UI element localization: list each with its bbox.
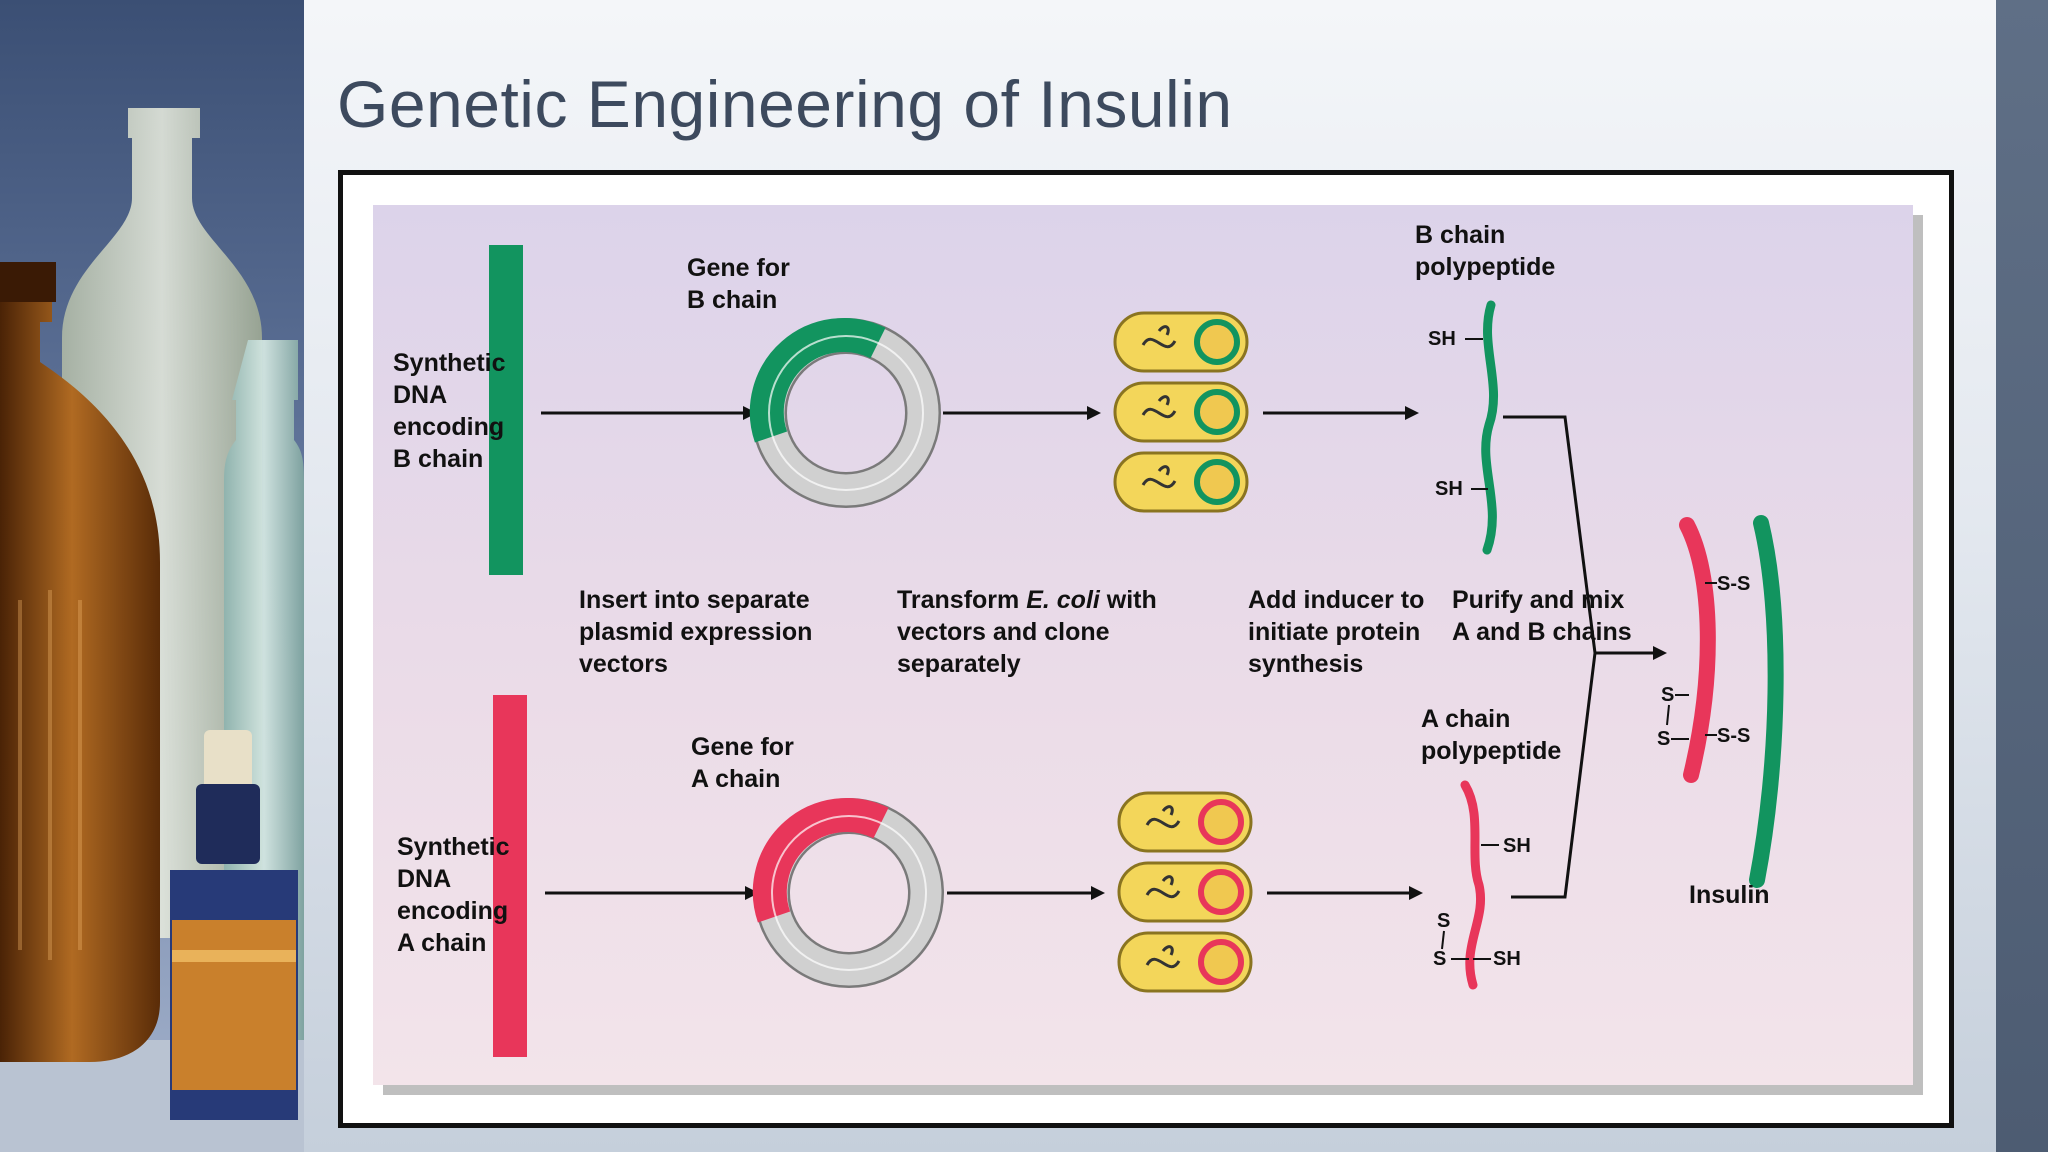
step-inducer-label: Add inducer to initiate protein synthesi…	[1248, 586, 1431, 678]
synthetic-dna-b-bar	[489, 245, 523, 575]
plasmid-a	[752, 798, 944, 988]
insulin-b-chain	[1749, 515, 1784, 888]
insulin-ss-mid: S-S	[1717, 725, 1750, 747]
step-insert-label: Insert into separate plasmid expression …	[579, 586, 819, 678]
synthetic-b-label: Synthetic DNA encoding B chain	[393, 349, 512, 473]
b-chain-polypeptide	[1481, 300, 1499, 555]
step-transform-label: Transform E. coli with vectors and clone…	[897, 586, 1164, 678]
a-s-s-internal-bond	[1441, 930, 1445, 950]
synthetic-a-label: Synthetic DNA encoding A chain	[397, 833, 516, 957]
right-accent-bar	[1996, 0, 2048, 1152]
insulin-s-upper: S	[1661, 684, 1674, 706]
a-s-lower: S	[1433, 948, 1446, 970]
gene-b-label: Gene for B chain	[687, 254, 797, 314]
b-polypeptide-label: B chain polypeptide	[1415, 221, 1555, 281]
plasmid-b	[749, 318, 941, 508]
step-purify-label: Purify and mix A and B chains	[1452, 586, 1632, 646]
insulin-a-chain	[1679, 517, 1716, 783]
slide-title: Genetic Engineering of Insulin	[337, 67, 1233, 141]
figure-frame: Synthetic DNA encoding B chain Gene for …	[338, 170, 1954, 1128]
insulin-ss-top: S-S	[1717, 573, 1750, 595]
insulin-engineering-diagram: Synthetic DNA encoding B chain Gene for …	[373, 205, 1923, 1095]
synthetic-dna-a-bar	[493, 695, 527, 1057]
bacteria-a	[1117, 791, 1253, 993]
bottles-photo	[0, 0, 304, 1152]
b-sh-bottom: SH	[1435, 478, 1463, 500]
merge-line-a	[1511, 652, 1597, 899]
a-chain-polypeptide	[1460, 780, 1485, 990]
gene-a-label: Gene for A chain	[691, 733, 801, 793]
a-sh-top: SH	[1503, 835, 1531, 857]
merge-line-b	[1503, 415, 1597, 654]
b-sh-top: SH	[1428, 328, 1456, 350]
a-s-upper: S	[1437, 910, 1450, 932]
a-polypeptide-label: A chain polypeptide	[1421, 705, 1561, 765]
a-sh-bottom: SH	[1493, 948, 1521, 970]
insulin-s-lower: S	[1657, 728, 1670, 750]
insulin-s-intrachain-bond	[1666, 704, 1670, 726]
insulin-label: Insulin	[1689, 881, 1770, 909]
bacteria-b	[1113, 311, 1249, 513]
